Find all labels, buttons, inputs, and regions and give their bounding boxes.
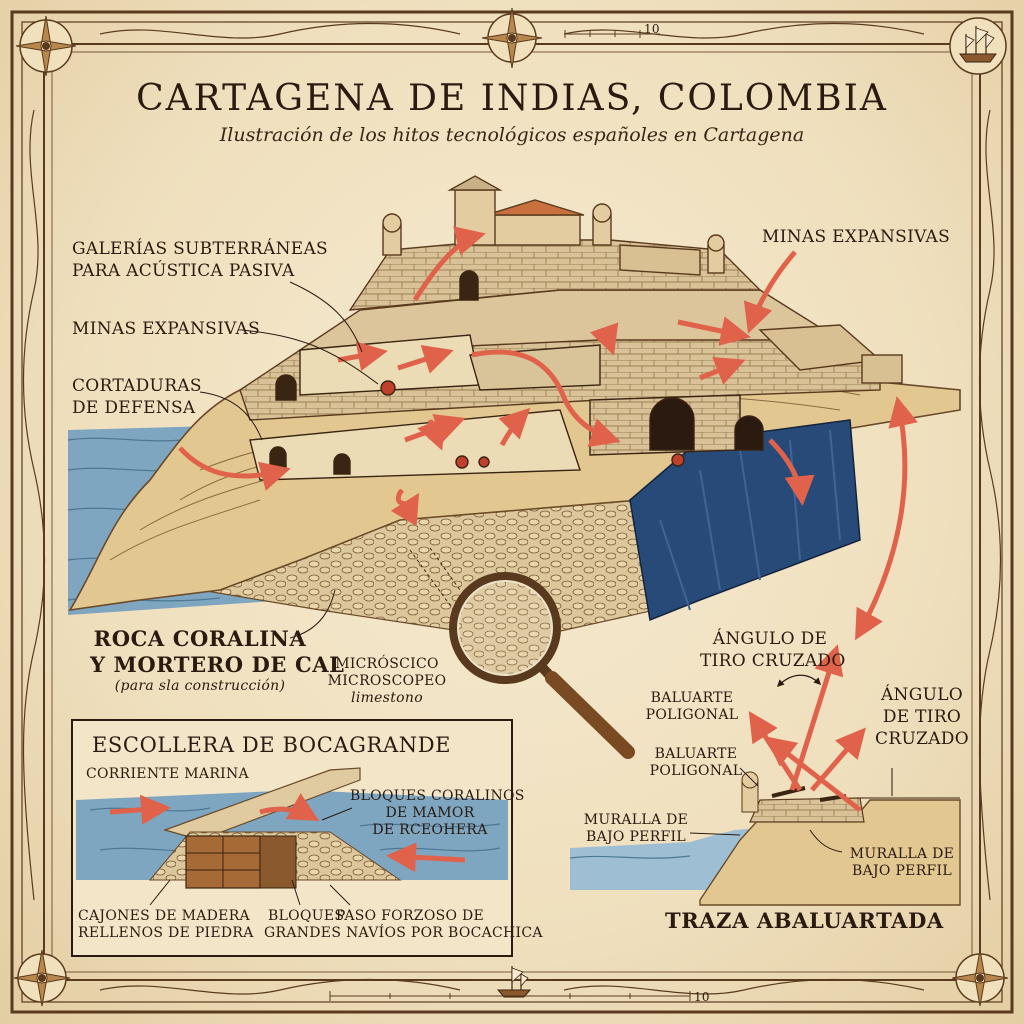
- scale-bar-bottom: [329, 991, 691, 1001]
- compass-rose-bottom-right-icon: [951, 949, 1009, 1007]
- label-baluarte-2: BALUARTE POLIGONAL: [649, 746, 743, 779]
- galleon-bottom-center-icon: [496, 966, 532, 998]
- inset-arrows: [109, 793, 466, 873]
- page-title: CARTAGENA DE INDIAS, COLOMBIA: [136, 78, 888, 119]
- label-microscope-note: limestono: [351, 690, 423, 706]
- inset-label-corriente: CORRIENTE MARINA: [86, 766, 249, 782]
- label-roca-note: (para sla construcción): [114, 678, 286, 694]
- scale-bar-top: [564, 30, 660, 38]
- inset-title: ESCOLLERA DE BOCAGRANDE: [92, 733, 452, 757]
- inset-leader-lines: [149, 807, 353, 906]
- water-streaks: [659, 429, 841, 611]
- inset-label-paso: PASO FORZOSO DE: [335, 908, 485, 924]
- page-subtitle: Ilustración de los hitos tecnológicos es…: [219, 124, 805, 146]
- label-microscope: MICRÓSCICO MICROSCOPEO: [327, 656, 447, 689]
- label-muralla-1: MURALLA DE BAJO PERFIL: [583, 812, 689, 845]
- galleon-top-right-icon: [949, 17, 1007, 75]
- crossfire-angle-arc: [776, 674, 822, 688]
- label-cortaduras: CORTADURAS DE DEFENSA: [72, 376, 202, 418]
- inset-label-bloques: BLOQUES: [268, 908, 345, 924]
- inset-label-paso-line2: GRANDES NAVÍOS POR BOCACHICA: [264, 925, 543, 941]
- inset-label-cajones: CAJONES DE MADERA RELLENOS DE PIEDRA: [78, 908, 254, 941]
- crossfire-arrows: [748, 644, 866, 812]
- label-traza: TRAZA ABALUARTADA: [665, 908, 944, 933]
- inset-label-bloques-coralinos: BLOQUES CORALINOS DE MAMOR DE RCEOHERA: [350, 788, 525, 838]
- leader-lines: [199, 281, 893, 853]
- label-galerias: GALERÍAS SUBTERRÁNEAS PARA ACÚSTICA PASI…: [72, 239, 328, 281]
- label-baluarte-1: BALUARTE POLIGONAL: [645, 690, 739, 723]
- long-range-arrow: [855, 396, 918, 641]
- label-roca-coralina: ROCA CORALINA Y MORTERO DE CAL: [90, 626, 345, 677]
- label-minas-right: MINAS EXPANSIVAS: [762, 227, 951, 247]
- label-angulo-1: ÁNGULO DE TIRO CRUZADO: [700, 629, 846, 671]
- bastion-cross-section: [569, 771, 961, 906]
- label-muralla-2: MURALLA DE BAJO PERFIL: [849, 846, 955, 879]
- label-angulo-2: ÁNGULO DE TIRO CRUZADO: [875, 685, 969, 749]
- scale-label-top: 10: [644, 22, 660, 36]
- label-minas-left: MINAS EXPANSIVAS: [72, 319, 261, 339]
- compass-rose-bottom-left-icon: [13, 949, 71, 1007]
- scale-label-bottom: 10: [694, 990, 710, 1004]
- compass-rose-top-left-icon: [15, 15, 77, 77]
- magnifying-glass-icon: [409, 547, 635, 759]
- pressure-arrows: [178, 226, 815, 527]
- tunnel-galleries: [249, 270, 764, 481]
- inset-breakwater: [71, 719, 513, 957]
- compass-rose-top-center-icon: [481, 7, 543, 69]
